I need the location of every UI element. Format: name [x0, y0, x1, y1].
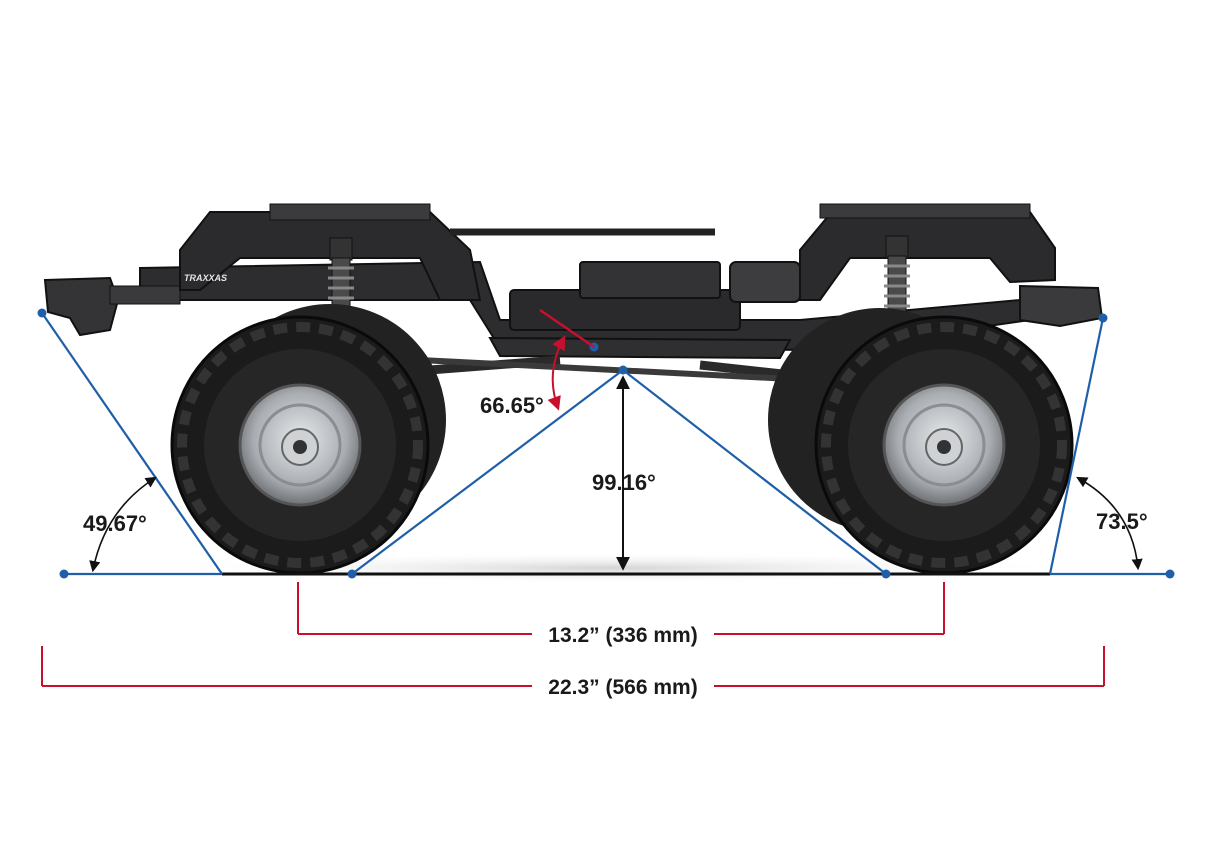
wheelbase-label: 13.2” (336 mm)	[548, 624, 697, 647]
breakover-right-point	[881, 569, 891, 579]
breakover-left-line	[351, 369, 624, 575]
breakover-angle-label: 99.16°	[592, 470, 656, 495]
breakover-apex-point	[618, 365, 628, 375]
skid-plate	[488, 336, 792, 360]
driveshaft-angle-label: 66.65°	[480, 393, 544, 418]
rear-bumper	[1019, 284, 1104, 328]
approach-angle-arc	[89, 476, 157, 573]
overall-length-dimension	[41, 646, 1105, 687]
departure-top-point	[1098, 313, 1108, 323]
angle-points	[37, 308, 1175, 579]
breakover-left-point	[347, 569, 357, 579]
rear-top-mount	[819, 203, 1031, 219]
front-wheel	[170, 304, 446, 575]
driveshaft	[419, 357, 811, 383]
motor-unit	[729, 261, 801, 303]
front-bumper	[43, 276, 120, 337]
approach-top-point	[37, 308, 47, 318]
rear-wheel	[768, 308, 1074, 575]
driveshaft-angle-line	[539, 309, 595, 348]
departure-angle-arc	[1076, 476, 1143, 571]
front-bumper-arm	[109, 285, 181, 305]
approach-angle-label: 49.67°	[83, 511, 147, 536]
brand-logo: TRAXXAS	[184, 273, 227, 283]
departure-base-point	[1165, 569, 1175, 579]
approach-base-point	[59, 569, 69, 579]
overall-length-label: 22.3” (566 mm)	[548, 676, 697, 699]
angle-geometry	[41, 312, 1170, 576]
wheelbase-dimension	[297, 582, 945, 635]
breakover-right-line	[622, 369, 887, 575]
electronics-box	[579, 261, 721, 299]
departure-angle-line	[1048, 317, 1105, 575]
ground-shadow	[140, 552, 1080, 584]
departure-angle-label: 73.5°	[1096, 509, 1148, 534]
approach-angle-line	[41, 312, 223, 575]
driveshaft-angle-arc	[547, 335, 566, 411]
rear-fender	[799, 210, 1056, 301]
front-top-mount	[269, 203, 431, 221]
chassis: TRAXXAS	[43, 203, 1104, 395]
